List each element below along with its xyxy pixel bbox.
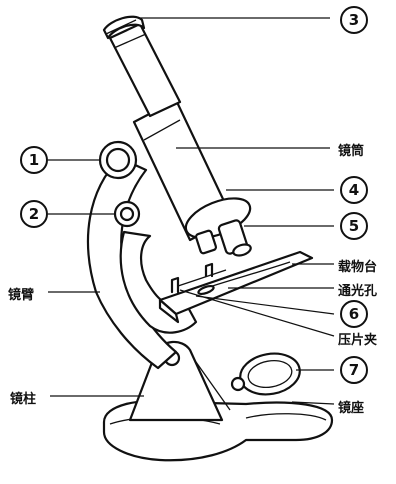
label-stage: 载物台 xyxy=(338,256,377,275)
label-base: 镜座 xyxy=(338,397,364,416)
callout-2: 2 xyxy=(20,200,48,228)
callout-3: 3 xyxy=(340,6,368,34)
microscope-stage xyxy=(160,252,312,322)
fine-focus-knob xyxy=(115,202,139,226)
coarse-focus-knob xyxy=(100,142,136,178)
callout-1: 1 xyxy=(20,146,48,174)
label-arm: 镜臂 xyxy=(8,284,34,303)
callout-6: 6 xyxy=(340,300,368,328)
callout-5: 5 xyxy=(340,212,368,240)
callout-7: 7 xyxy=(340,356,368,384)
microscope-mirror xyxy=(232,349,303,399)
label-clip: 压片夹 xyxy=(338,329,377,348)
label-pillar: 镜柱 xyxy=(10,388,36,407)
label-tube: 镜筒 xyxy=(338,140,364,159)
label-aperture: 通光孔 xyxy=(338,280,377,299)
callout-4: 4 xyxy=(340,176,368,204)
